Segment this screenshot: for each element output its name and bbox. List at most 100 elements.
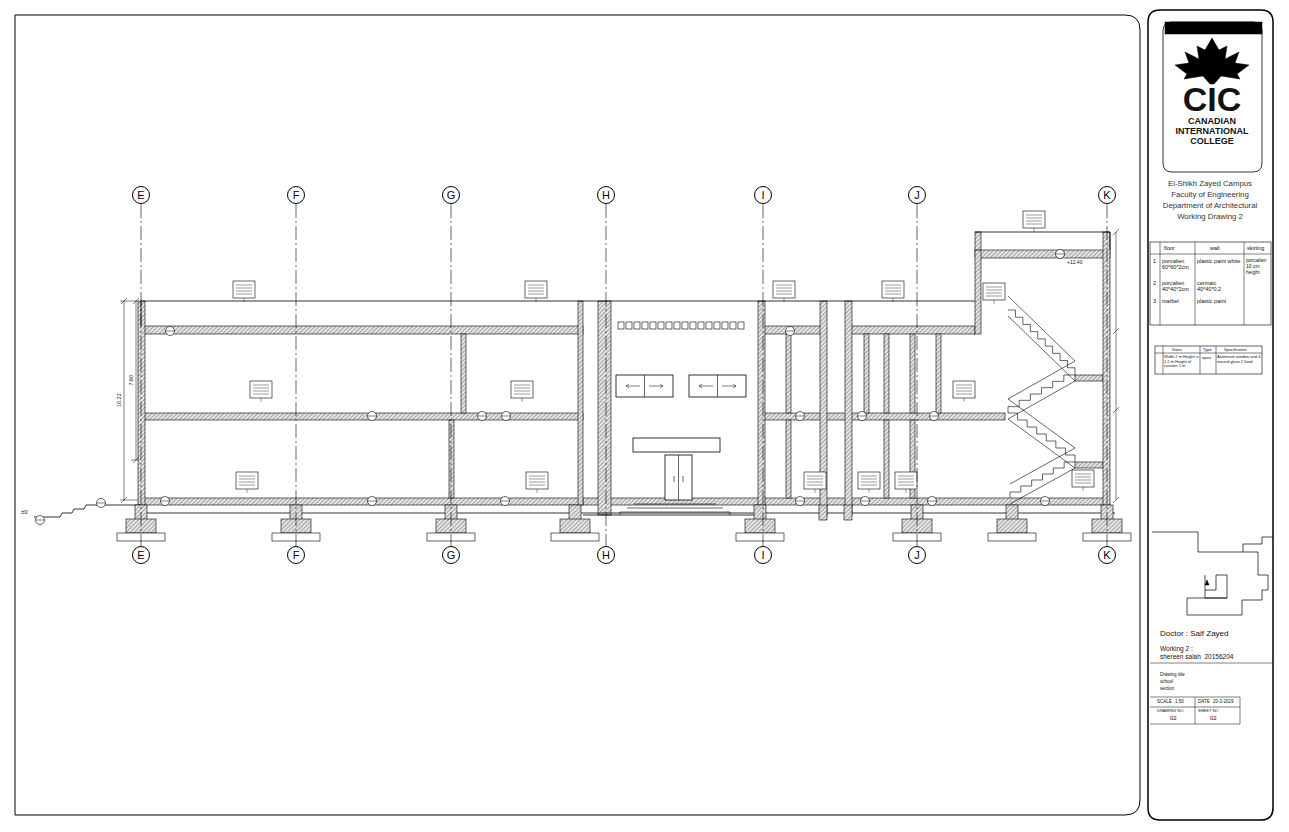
wall (786, 334, 791, 413)
column-neck (569, 505, 581, 520)
section-outline-group (34, 232, 1115, 517)
window-mullion (644, 375, 645, 397)
wall (138, 301, 145, 505)
window-table-rule (1200, 346, 1201, 374)
window-table-rule-group (1155, 346, 1262, 374)
level-marker (501, 497, 510, 506)
grid-bubble: K (1098, 546, 1116, 564)
field-value: 20-3-2019 (1213, 699, 1234, 704)
section-outline (583, 515, 760, 516)
dimension-line (1113, 407, 1119, 413)
table-cell: open (1202, 356, 1211, 361)
joint-column-neck-group (819, 505, 852, 520)
wall (598, 301, 611, 515)
sliding-arrow (699, 384, 713, 388)
note-tag-line (1075, 474, 1091, 475)
floor-slab (141, 498, 583, 505)
note-tag (525, 281, 547, 298)
grid-bubble: G (442, 546, 460, 564)
finish-table-rule (1160, 242, 1161, 325)
table-header: Specification (1224, 348, 1247, 353)
field-value: 1:50 (1175, 699, 1184, 704)
joint-column-neck (819, 505, 827, 520)
grid-bubble: F (287, 186, 305, 204)
note-tag-line (1026, 221, 1042, 222)
field-label: Drawing title (1160, 672, 1185, 677)
level-marker (1041, 497, 1050, 506)
level-marker-line (502, 416, 511, 417)
logo-frame-group (1163, 22, 1262, 172)
college-logo-text: CIC (1164, 82, 1260, 116)
clerestory-window (626, 322, 632, 329)
door-leaf-group (674, 455, 683, 500)
note-tag-line (253, 388, 269, 389)
level-marker (858, 412, 867, 421)
grid-bubble: H (597, 546, 615, 564)
level-marker (97, 499, 106, 508)
logo-frame (1163, 22, 1262, 172)
level-marker-line (36, 520, 45, 521)
note-tag (1023, 211, 1045, 228)
section-outline (760, 301, 975, 302)
level-marker (478, 412, 487, 421)
note-tag-line (236, 285, 252, 286)
grid-axis (763, 204, 764, 546)
note-tag (804, 472, 826, 489)
note-tag-line-group (236, 215, 1091, 493)
title-block-rule (1240, 697, 1241, 724)
note-tag-line (893, 298, 894, 302)
note-tag-line (807, 479, 823, 480)
note-tag-line (815, 489, 816, 493)
wall (884, 420, 889, 498)
window (689, 375, 746, 397)
note-tag-line (807, 482, 823, 483)
wall (845, 301, 852, 515)
column-neck (754, 505, 766, 520)
stair-flight (1008, 413, 1075, 462)
grid-bubble: I (754, 186, 772, 204)
section-outline (34, 505, 141, 517)
note-tag-line (861, 476, 877, 477)
note-tag (526, 472, 548, 489)
note-tag-line (528, 288, 544, 289)
title-block-rule (1195, 697, 1196, 724)
stair-soffit (1008, 419, 1075, 468)
note-tag (983, 283, 1005, 300)
stair-railing (1008, 361, 1075, 399)
level-marker-line (368, 416, 377, 417)
level-marker-line (97, 503, 106, 504)
level-marker (161, 497, 170, 506)
note-tag-line (956, 385, 972, 386)
door-leaf (674, 476, 675, 482)
dimension-line (1113, 328, 1119, 334)
table-header: Type (1203, 348, 1212, 353)
field-label: SCALE (1157, 699, 1172, 704)
level-marker-line (928, 501, 937, 502)
level-marker (796, 497, 805, 506)
table-cell: 3 (1153, 298, 1156, 304)
grid-axis (141, 204, 142, 546)
section-outline (141, 301, 583, 302)
note-tag-line (807, 476, 823, 477)
window (616, 375, 673, 397)
floor-slab-group (141, 250, 1110, 505)
note-tag-line (537, 489, 538, 493)
wall (578, 301, 583, 505)
note-tag-line (861, 479, 877, 480)
note-tag-line (1075, 477, 1091, 478)
note-tag-line (885, 294, 901, 295)
level-marker-line (1056, 254, 1065, 255)
note-tag (773, 281, 795, 298)
note-tag-line (1026, 218, 1042, 219)
field-value: section (1160, 686, 1174, 691)
note-tag-line (239, 479, 255, 480)
note-tag-line (906, 489, 907, 493)
note-tag-line (239, 476, 255, 477)
note-tag-line (898, 476, 914, 477)
stair-flight (1010, 462, 1075, 498)
stair-railing (1008, 296, 1075, 361)
dimension-line (120, 500, 138, 501)
section-arrow-group (1205, 580, 1209, 585)
note-tag (236, 472, 258, 489)
